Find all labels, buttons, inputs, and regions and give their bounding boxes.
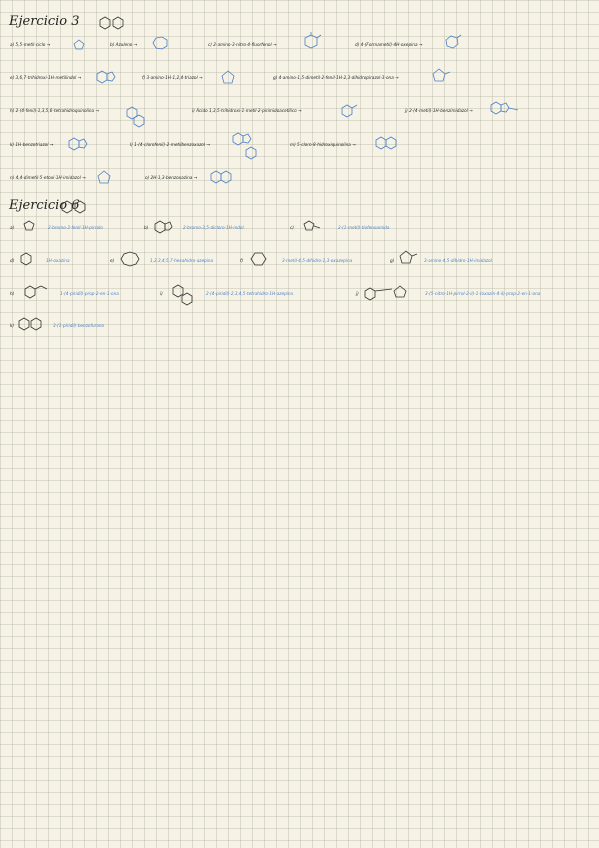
molecule-k-icon [68,137,88,151]
structure-e-icon [120,251,140,267]
ej6-answer-b: 2-bromo-3,5-dicloro-1H-indol [183,225,244,230]
ej3-item-h: h) 2-(4-fenil)-1,3,5,6-tetrahidroquinoli… [10,108,99,113]
ej3-item-d: d) 4-(Formametil)-4H-oxepina → [355,42,423,47]
molecule-o-icon [210,170,232,184]
ej6-answer-d: 1H-oxazina [46,258,70,263]
structure-b-icon [154,220,173,234]
ej6-answer-h: 1-(4-piridil)-prop-2-en-1-ona [60,291,119,296]
ej3-item-n: n) 4,4-dimetil-5-etoxi-1H-imidazol → [10,175,86,180]
ej3-item-a: a) 5,5-metil-ciclo → [10,42,51,47]
ej6-label-i: i) [160,291,163,296]
molecule-i-icon [341,104,358,118]
ej3-item-i: i) Ácido 1,3,5-trihidroxi-1-metil-2-piri… [192,108,302,113]
ej6-answer-k: 3-(1-piridil)-benzofurano [53,323,105,328]
hexagon-sketch-icon [99,16,124,30]
molecule-l-icon [232,132,257,160]
structure-h-icon [24,285,48,299]
ej6-label-h: h) [10,291,15,296]
structure-d-icon [20,252,32,266]
molecule-d-icon [445,34,462,49]
ej6-label-f: f) [240,258,244,263]
molecule-f-icon [221,70,235,84]
ej3-item-k: k) 1H-benzotriazol → [10,142,54,147]
ej6-answer-j: 3-(5-nitro-1H-pirrol-2-il)-1-(oxazin-4-i… [425,291,541,296]
ej3-item-l: l) 1-(4-clorofenil)-2-metilbenzoxazol → [130,142,210,147]
ej6-answer-i: 2-(4-piridil)-2,3,4,5-tetrahidro-1H-azep… [206,291,294,296]
heading-ejercicio-3: Ejercicio 3 [9,14,80,29]
molecule-g-icon [432,68,451,82]
hexagon-sketch-icon [61,200,86,214]
ej3-item-e: e) 3,6,7-trihidroxi-1H-metilindol → [10,75,82,80]
ej6-label-k: k) [10,323,15,328]
structure-k-icon [18,317,42,331]
molecule-c-icon [304,32,322,49]
ej3-item-c: c) 2-amino-3-nitro-4-fluorfenol → [208,42,277,47]
structure-f-icon [250,252,267,266]
molecule-n-icon [97,170,111,184]
ej6-answer-c: 2-(1-metil)-tiofenoamida [338,225,390,230]
ej6-label-g: g) [390,258,395,263]
ej3-item-b: b) Azuleno → [110,42,138,47]
ej6-label-a: a) [10,225,15,230]
molecule-h-icon [126,106,145,128]
ej6-answer-f: 3-metil-4,5-dihidro-1,3-oxazepina [282,258,353,263]
ej3-item-g: g) 4-amino-1,5-dimetil-2-fenil-1H-2,3-di… [273,75,399,80]
ej6-label-b: b) [144,225,149,230]
structure-c-icon [303,220,321,231]
ej6-label-c: c) [290,225,294,230]
molecule-m-icon [375,136,397,150]
ej6-label-d: d) [10,258,15,263]
molecule-a-icon [73,39,85,50]
ej6-label-e: e) [110,258,115,263]
structure-i-icon [172,284,193,306]
structure-j-icon [364,285,407,301]
ej6-label-j: j) [356,291,359,296]
structure-g-icon [399,250,418,264]
molecule-j-icon [490,101,519,115]
ej3-item-m: m) 5-cloro-8-hidroxiquinolina → [290,142,356,147]
ej3-item-o: o) 2H-1,3-benzoxazina → [145,175,198,180]
molecule-e-icon [96,70,116,84]
ej6-answer-e: 1,2,3,4,5,7-hexahidro-azepina [150,258,214,263]
ej3-item-f: f) 3-amino-1H-1,2,4-triazol → [142,75,203,80]
molecule-b-icon [152,36,168,50]
structure-a-icon [23,220,35,231]
ej3-item-j: j) 2-(4-metil)-1H-benzimidazol → [405,108,473,113]
ej6-answer-a: 2-bromo-3-fenil-1H-pirrolo [48,225,103,230]
ej6-answer-g: 3-amino-4,5-dihidro-1H-imidazol [424,258,492,263]
